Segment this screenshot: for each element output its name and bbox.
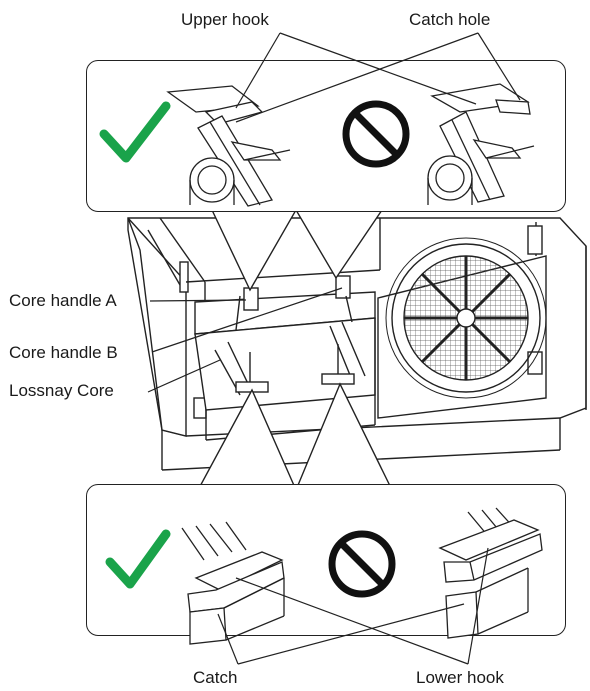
label-lower-hook: Lower hook <box>416 668 504 687</box>
label-core-handle-a: Core handle A <box>9 291 117 310</box>
upper-hook-correct-drawing <box>166 85 291 207</box>
check-icon <box>105 529 171 589</box>
label-core-handle-b: Core handle B <box>9 343 118 362</box>
lower-hook-correct-drawing <box>181 521 285 645</box>
prohibited-icon <box>328 530 396 598</box>
upper-hook-incorrect-drawing <box>427 83 535 205</box>
fan-grille <box>385 237 547 399</box>
label-lossnay-core: Lossnay Core <box>9 381 114 400</box>
label-catch-hole: Catch hole <box>409 10 491 29</box>
leader-lines <box>147 32 521 665</box>
label-upper-hook: Upper hook <box>181 10 269 29</box>
lower-hook-incorrect-drawing <box>438 507 543 639</box>
label-catch: Catch <box>193 668 238 687</box>
check-icon <box>99 101 171 163</box>
prohibited-icon <box>342 100 410 168</box>
